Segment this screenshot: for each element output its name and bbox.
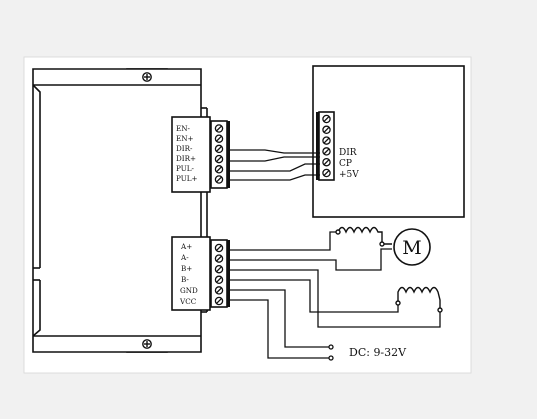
controller-terminal-screw-icon [322, 168, 331, 178]
power-terminal-screw-icon [214, 264, 224, 274]
motor-icon: M [393, 228, 431, 266]
control-terminal-screw-icon [214, 134, 224, 143]
controller-box [312, 65, 465, 218]
power-terminal-screw-icon [214, 254, 224, 263]
pin-label-pul-plus: PUL+ [176, 174, 198, 183]
motor-label: M [402, 237, 421, 259]
power-terminal-screw-icon [214, 286, 224, 295]
power-label-panel [171, 236, 211, 311]
control-pin-labels: EN- EN+ DIR- DIR+ PUL- PUL+ [176, 124, 198, 183]
driver-body [32, 68, 211, 353]
power-terminal-screw-icon [214, 243, 224, 253]
power-terminal-block [210, 239, 230, 308]
pin-label-a-plus: A+ [180, 242, 192, 251]
pin-label-b-plus: B+ [181, 264, 192, 273]
control-terminal-screw-icon [214, 154, 224, 164]
motor-wires [230, 231, 441, 359]
coil-b-icon [395, 286, 443, 313]
control-terminal-screw-icon [214, 144, 224, 154]
control-terminal-screw-icon [214, 124, 224, 133]
pin-label-gnd: GND [180, 286, 198, 295]
power-pin-labels: A+ A- B+ B- GND VCC [179, 242, 198, 306]
controller-terminal-screw-icon [322, 136, 331, 145]
controller-terminal-screw-icon [322, 114, 331, 124]
control-terminal-block [210, 120, 230, 189]
signal-wires [230, 149, 320, 181]
pin-label-en-plus: EN+ [176, 134, 194, 143]
pin-label-pul-minus: PUL- [176, 164, 195, 173]
top-screw-icon [142, 72, 152, 82]
pin-label-b-minus: B- [181, 275, 189, 284]
power-terminal-screw-icon [214, 275, 224, 285]
pin-label-dir-minus: DIR- [176, 144, 193, 153]
pin-label-vcc: VCC [179, 297, 197, 306]
pin-label-a-minus: A- [180, 253, 189, 262]
power-supply-terminals [328, 344, 334, 361]
power-terminal-screw-icon [214, 296, 224, 306]
pin-label-dir-plus: DIR+ [176, 154, 196, 163]
controller-pin-labels: DIR CP +5V [339, 148, 359, 180]
pin-label-en-minus: EN- [176, 124, 191, 133]
controller-terminal-screw-icon [322, 125, 331, 135]
control-terminal-screw-icon [214, 175, 224, 184]
power-supply-label: DC: 9-32V [349, 346, 407, 359]
control-label-panel [171, 116, 211, 193]
controller-pin-5v: +5V [339, 170, 359, 180]
controller-pin-cp: CP [339, 159, 352, 169]
controller-terminal-screw-icon [322, 157, 331, 167]
bottom-screw-icon [142, 339, 152, 349]
controller-pin-dir: DIR [339, 148, 357, 158]
control-terminal-screw-icon [214, 165, 224, 174]
controller-terminal-screw-icon [322, 147, 331, 156]
coil-a-icon [335, 226, 392, 247]
